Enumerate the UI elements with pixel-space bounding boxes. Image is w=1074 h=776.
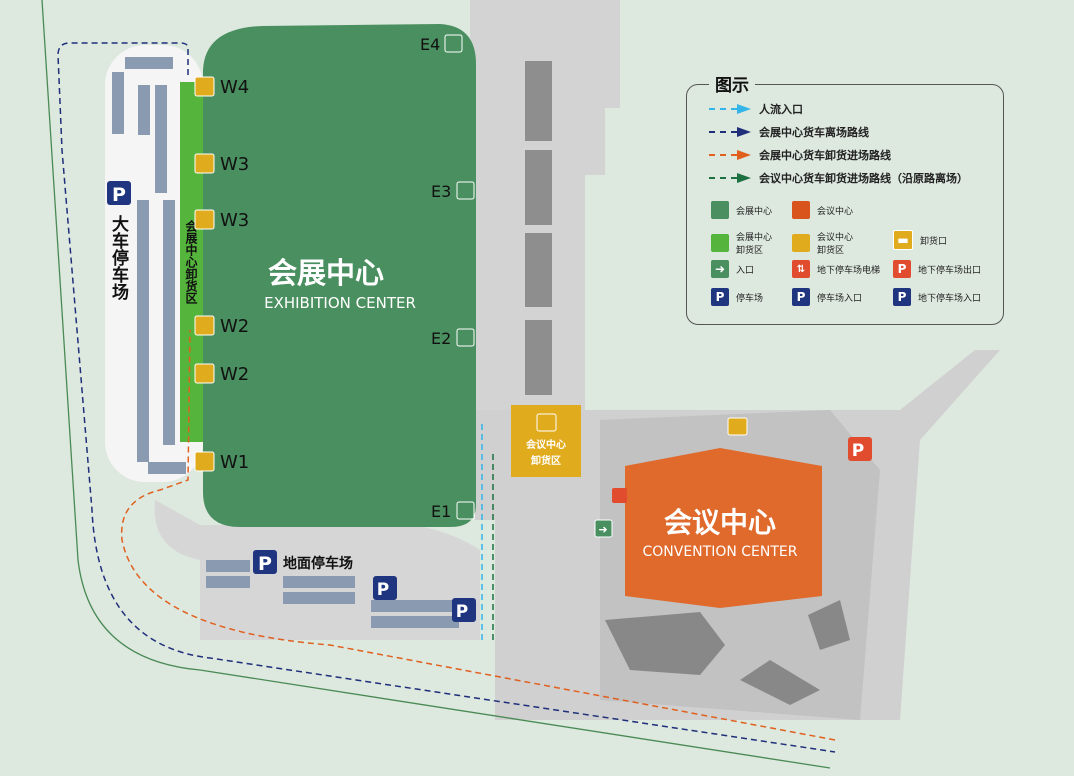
svg-text:P: P [112, 184, 126, 206]
svg-text:P: P [377, 580, 389, 600]
underground-entrance-icon: P [893, 288, 911, 306]
dock-w2: W2 [220, 316, 249, 337]
underground-elevator-icon [612, 488, 627, 503]
exhibition-name-cn: 会展中心 [268, 256, 384, 290]
legend-title: 图示 [709, 71, 755, 96]
dock-w3: W3 [220, 210, 249, 231]
svg-text:P: P [456, 602, 468, 622]
convention-loading-label: 会议中心 [526, 438, 566, 451]
legend-convention-route: 会议中心货车卸货进场路线（沿原路离场） [709, 170, 968, 186]
service-blocks [525, 61, 552, 395]
exhibition-center-building [203, 24, 476, 527]
loading-dock-icons [194, 76, 748, 472]
convention-center-building [625, 448, 822, 608]
legend-convention-loading: 会议中心 卸货区 [792, 230, 853, 256]
underground-parking-exit-icon: P [848, 437, 872, 461]
convention-loading-label: 卸货区 [531, 454, 561, 467]
entrance-e2: E2 [431, 329, 451, 348]
truck-parking-area [105, 45, 203, 482]
parking-exit-icon: P [893, 260, 911, 278]
dock-w2: W2 [220, 364, 249, 385]
convention-name-cn: 会议中心 [664, 506, 776, 539]
truck-icon: ▬ [893, 230, 913, 250]
plaza-shape [605, 612, 725, 675]
parking-icon: P [107, 181, 131, 206]
plaza-shape [808, 600, 850, 650]
legend-exhibition-entry: 会展中心货车卸货进场路线 [709, 147, 891, 163]
legend-exhibition: 会展中心 [711, 201, 772, 219]
legend-underground-elevator: ⇅地下停车场电梯 [792, 260, 880, 278]
entrance-icon: ➜ [594, 519, 613, 538]
entrance-icon: ➜ [711, 260, 729, 278]
legend-loading-dock: ▬卸货口 [893, 230, 947, 250]
legend-entrance: ➜入口 [711, 260, 754, 278]
entrance-e3: E3 [431, 182, 451, 201]
legend: 图示 人流入口 会展中心货车离场路线 会展中心货车卸货进场路线 会议中心货车卸货… [686, 71, 1004, 325]
entrance-e1: E1 [431, 502, 451, 521]
parking-stalls [112, 57, 459, 628]
legend-pedestrian: 人流入口 [709, 101, 803, 117]
convention-name-en: CONVENTION CENTER [642, 544, 797, 560]
svg-text:P: P [258, 553, 272, 575]
svg-text:➜: ➜ [598, 523, 607, 536]
legend-exhibition-loading: 会展中心 卸货区 [711, 230, 772, 256]
exhibition-loading-label: 会展中心卸货区 [184, 219, 198, 305]
svg-text:P: P [852, 441, 864, 461]
parking-icon: P [711, 288, 729, 306]
road-edge [41, 0, 831, 769]
legend-convention: 会议中心 [792, 201, 853, 219]
truck-parking-label: 大车停车场 [108, 214, 129, 301]
entrance-e4: E4 [420, 35, 440, 54]
parking-entrance-icon: P [792, 288, 810, 306]
dock-w3: W3 [220, 154, 249, 175]
dock-w4: W4 [220, 77, 249, 98]
parking-icon: P [253, 550, 277, 575]
dock-w1: W1 [220, 452, 249, 473]
legend-exhibition-exit: 会展中心货车离场路线 [709, 124, 869, 140]
truck-entry-route [120, 329, 836, 741]
elevator-icon: ⇅ [792, 260, 810, 278]
truck-exit-route [57, 42, 836, 753]
entrance-icons [444, 34, 475, 520]
ground-parking-label: 地面停车场 [283, 555, 353, 572]
underground-parking-entrance-icon: P [373, 576, 397, 600]
parking-entrance-icon: P [452, 598, 476, 622]
exhibition-name-en: EXHIBITION CENTER [264, 294, 416, 312]
plaza-shape [740, 660, 820, 705]
